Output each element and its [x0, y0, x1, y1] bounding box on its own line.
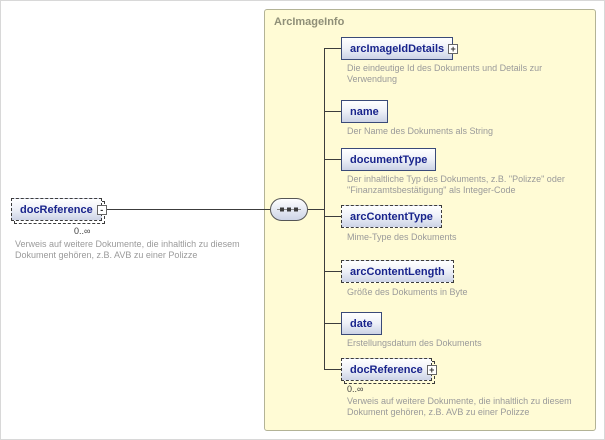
- element-arccontentlength[interactable]: arcContentLength: [341, 260, 454, 283]
- element-label: docReference: [20, 203, 93, 216]
- connector-line: [324, 216, 341, 217]
- element-annotation: Die eindeutige Id des Dokuments und Deta…: [347, 63, 543, 84]
- sequence-compositor-icon[interactable]: [270, 198, 308, 221]
- element-annotation: Verweis auf weitere Dokumente, die inhal…: [15, 239, 240, 260]
- cardinality-label: 0..∞: [74, 226, 91, 236]
- connector-line: [324, 48, 341, 49]
- element-annotation: Größe des Dokuments in Byte: [347, 287, 468, 297]
- element-label: date: [350, 317, 373, 330]
- connector-line: [324, 323, 341, 324]
- element-label: name: [350, 105, 379, 118]
- expand-icon[interactable]: +: [448, 43, 459, 54]
- complextype-title: ArcImageInfo: [274, 16, 345, 28]
- connector-line: [324, 369, 341, 370]
- element-label: arcImageIdDetails: [350, 42, 445, 55]
- expand-icon[interactable]: +: [426, 364, 437, 375]
- connector-trunk-line: [324, 48, 325, 370]
- element-annotation: Der inhaltliche Typ des Dokuments, z.B. …: [347, 174, 565, 195]
- element-docreference-root[interactable]: docReference -: [11, 198, 107, 224]
- element-name[interactable]: name: [341, 100, 388, 123]
- element-docreference-child[interactable]: docReference +: [341, 358, 437, 384]
- element-label: arcContentLength: [350, 265, 445, 278]
- element-date[interactable]: date: [341, 312, 382, 335]
- connector-line: [324, 159, 341, 160]
- element-label: arcContentType: [350, 210, 433, 223]
- element-documenttype[interactable]: documentType: [341, 148, 437, 171]
- element-arccontenttype[interactable]: arcContentType: [341, 205, 442, 228]
- element-label: documentType: [350, 153, 428, 166]
- element-annotation: Mime-Type des Dokuments: [347, 232, 457, 242]
- element-annotation: Erstellungsdatum des Dokuments: [347, 338, 482, 348]
- element-annotation: Verweis auf weitere Dokumente, die inhal…: [347, 396, 572, 417]
- element-arcimageiddetails[interactable]: arcImageIdDetails +: [341, 37, 459, 60]
- collapse-icon[interactable]: -: [96, 204, 107, 215]
- element-label: docReference: [350, 363, 423, 376]
- connector-line: [324, 111, 341, 112]
- connector-line: [104, 209, 270, 210]
- connector-line: [308, 209, 324, 210]
- cardinality-label: 0..∞: [347, 384, 364, 394]
- element-annotation: Der Name des Dokuments als String: [347, 126, 494, 136]
- connector-line: [324, 271, 341, 272]
